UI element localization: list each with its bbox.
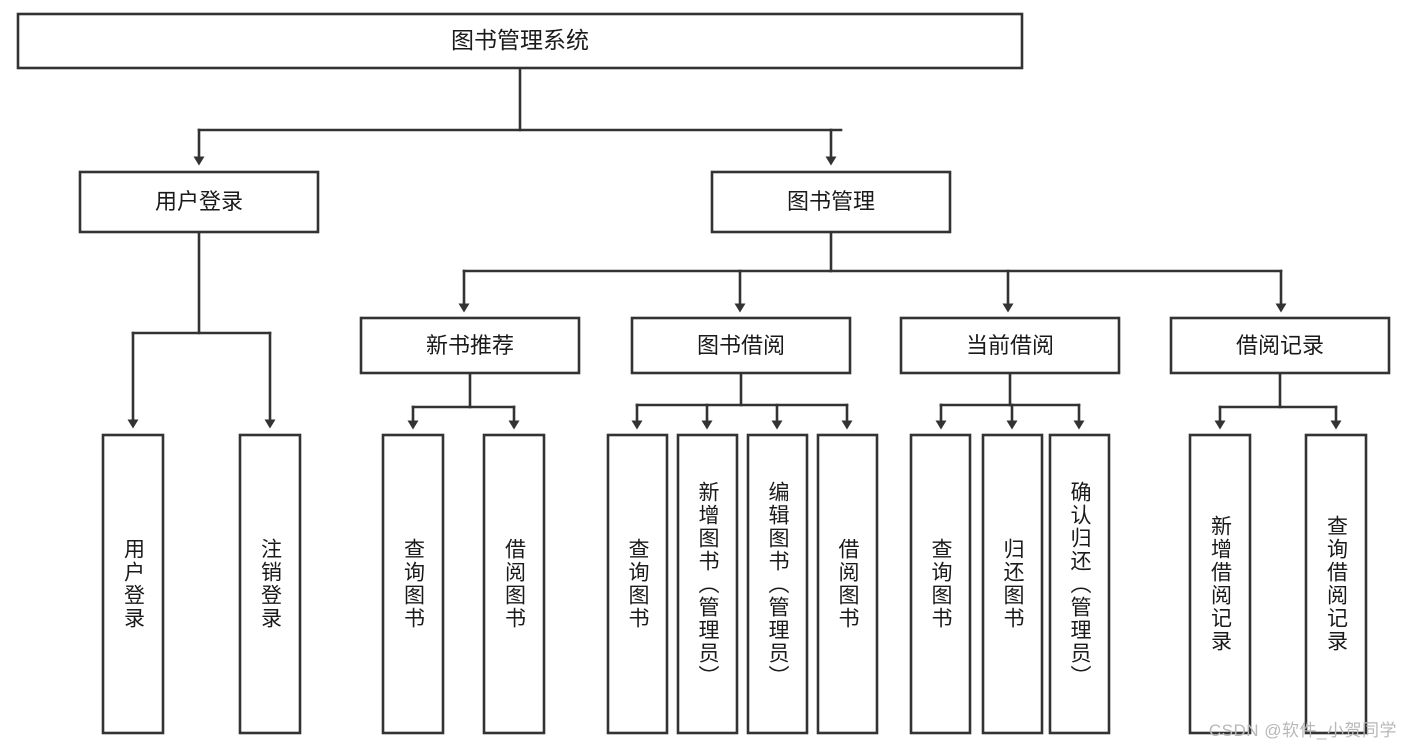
node-book-management[interactable]: 图书管理 — [710, 170, 952, 234]
connector-group-user-login — [127, 230, 276, 429]
leaf-rect-edit-book-admin[interactable] — [746, 433, 809, 735]
leaf-rect-query-books-3[interactable] — [909, 433, 972, 735]
node-current-borrow-label: 当前借阅 — [966, 333, 1054, 358]
leaf-rect-add-book-admin[interactable] — [676, 433, 739, 735]
leaf-rect-return-books[interactable] — [981, 433, 1044, 735]
node-book-management-label: 图书管理 — [787, 189, 875, 214]
node-user-login-rect[interactable] — [78, 170, 320, 234]
leaf-rect-add-record[interactable] — [1188, 433, 1252, 735]
leaf-rect-borrow-books-1[interactable] — [482, 433, 546, 735]
node-current-borrow-rect[interactable] — [899, 316, 1121, 375]
node-borrow-records-rect[interactable] — [1169, 316, 1391, 375]
leaf-boxes — [101, 433, 1368, 735]
connector-group-records — [1214, 371, 1342, 430]
leaf-rect-query-record[interactable] — [1304, 433, 1368, 735]
csdn-watermark: CSDN @软件_小贺同学 — [1208, 721, 1397, 740]
node-book-borrow[interactable]: 图书借阅 — [630, 316, 852, 375]
node-root-label: 图书管理系统 — [451, 27, 589, 53]
leaf-rect-user-login[interactable] — [101, 433, 165, 735]
node-new-book-recommend[interactable]: 新书推荐 — [359, 316, 581, 375]
node-book-borrow-label: 图书借阅 — [697, 333, 785, 358]
node-current-borrow[interactable]: 当前借阅 — [899, 316, 1121, 375]
leaf-rect-logout[interactable] — [238, 433, 302, 735]
node-borrow-records[interactable]: 借阅记录 — [1169, 316, 1391, 375]
node-user-login-label: 用户登录 — [155, 189, 243, 214]
node-user-login[interactable]: 用户登录 — [78, 170, 320, 234]
node-root-rect[interactable] — [16, 12, 1024, 70]
node-borrow-records-label: 借阅记录 — [1236, 333, 1324, 358]
node-root[interactable]: 图书管理系统 — [16, 12, 1024, 70]
node-new-book-recommend-label: 新书推荐 — [426, 333, 514, 358]
node-book-management-rect[interactable] — [710, 170, 952, 234]
connector-group-borrow — [631, 371, 853, 430]
node-new-book-recommend-rect[interactable] — [359, 316, 581, 375]
leaf-rect-confirm-return[interactable] — [1048, 433, 1111, 735]
connector-group-current — [935, 371, 1085, 430]
leaf-rect-query-books-1[interactable] — [381, 433, 445, 735]
connector-group-root — [193, 66, 843, 166]
leaf-rect-query-books-2[interactable] — [606, 433, 669, 735]
leaf-rect-borrow-books-2[interactable] — [816, 433, 879, 735]
connector-group-book-mgmt — [458, 230, 1287, 313]
connector-group-new-books — [407, 371, 520, 430]
node-book-borrow-rect[interactable] — [630, 316, 852, 375]
